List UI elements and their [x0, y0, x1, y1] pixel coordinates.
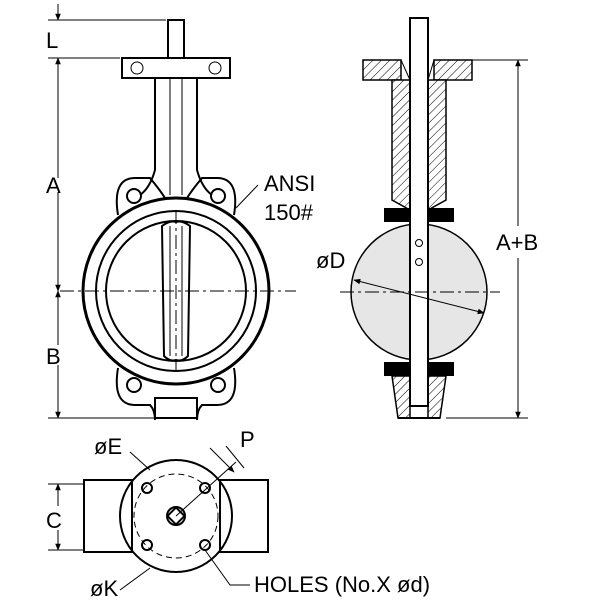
ansi-label-line1: ANSI — [264, 171, 315, 196]
top-view: C øE P øK HOLES (No.X ød) — [46, 427, 430, 600]
side-view: øD A+B — [316, 17, 538, 419]
dimensions-left: L A B — [46, 4, 166, 419]
seal-bottom-right — [426, 362, 454, 376]
dim-L-label: L — [46, 28, 58, 53]
bottom-boss — [154, 397, 198, 419]
shaft — [409, 17, 429, 407]
lug-hole — [210, 188, 226, 204]
lug-hole — [126, 377, 142, 393]
dim-P-label: P — [240, 427, 255, 452]
dim-D-label: øD — [316, 248, 345, 273]
dim-B-label: B — [46, 344, 61, 369]
ansi-note: ANSI 150# — [235, 171, 315, 225]
neck — [139, 78, 213, 196]
upper-left-lug — [115, 177, 166, 216]
holes-label: HOLES (No.X ød) — [254, 572, 430, 597]
dim-E-label: øE — [94, 434, 122, 459]
seal-bottom-left — [384, 362, 412, 376]
dim-A-label: A — [46, 173, 61, 198]
upper-right-lug — [186, 177, 237, 216]
top-flange-circle — [119, 459, 233, 573]
stem — [167, 19, 185, 59]
dim-AB-label: A+B — [496, 230, 538, 255]
disc-shaft — [160, 220, 192, 362]
dim-C-label: C — [46, 508, 62, 533]
front-view — [60, 19, 296, 421]
dim-K-label: øK — [90, 576, 118, 600]
seal-top-right — [426, 208, 454, 222]
top-flange — [121, 57, 231, 79]
ansi-label-line2: 150# — [264, 200, 314, 225]
lug-hole — [126, 188, 142, 204]
lug-hole — [210, 377, 226, 393]
bolt-circle — [133, 473, 219, 559]
seal-top-left — [384, 208, 412, 222]
